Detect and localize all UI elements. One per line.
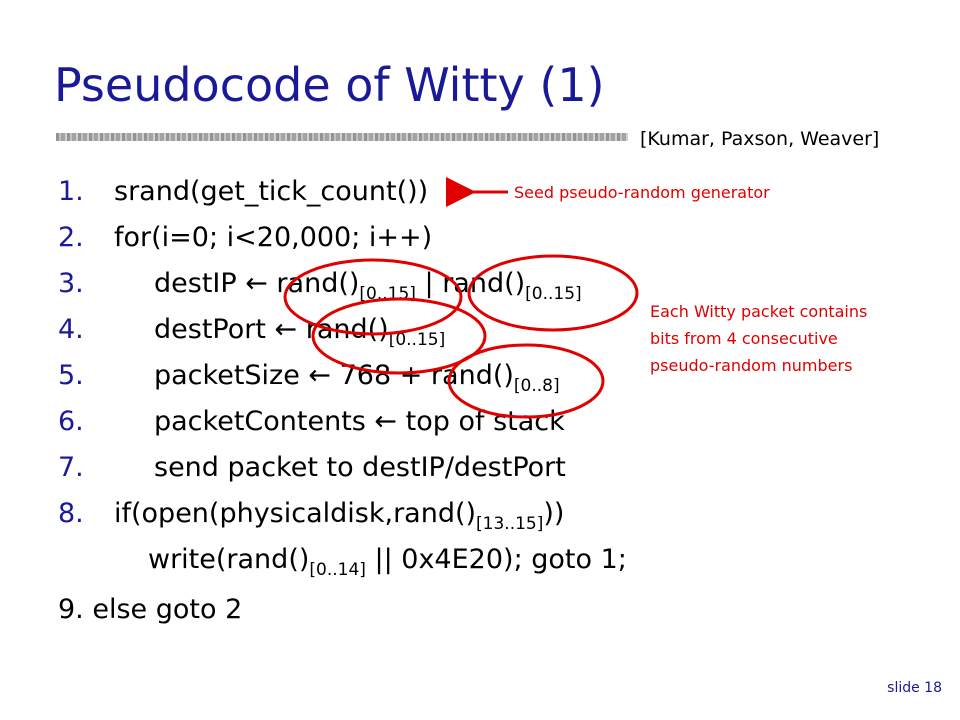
line-number: 6. xyxy=(58,406,84,437)
title-divider xyxy=(56,133,628,141)
code-text: destPort ← rand()[0..15] xyxy=(154,314,446,350)
slide-number: slide 18 xyxy=(887,680,942,696)
code-text: packetContents ← top of stack xyxy=(154,406,565,437)
line-number: 5. xyxy=(58,360,84,391)
code-text: write(rand()[0..14] || 0x4E20); goto 1; xyxy=(148,544,627,580)
line-number: 4. xyxy=(58,314,84,345)
line-number: 7. xyxy=(58,452,84,483)
highlight-circle xyxy=(467,254,639,332)
highlight-circle xyxy=(283,258,463,336)
line-number: 8. xyxy=(58,498,84,529)
highlight-circle xyxy=(311,297,487,375)
code-text: srand(get_tick_count()) xyxy=(114,176,429,207)
line-number: 2. xyxy=(58,222,84,253)
highlight-circle xyxy=(447,343,605,419)
line-number: 1. xyxy=(58,176,84,207)
seed-annotation: Seed pseudo-random generator xyxy=(514,183,770,202)
code-text: 9. else goto 2 xyxy=(58,594,243,625)
packet-annotation: Each Witty packet contains bits from 4 c… xyxy=(650,302,868,375)
code-text: send packet to destIP/destPort xyxy=(154,452,566,483)
code-text: for(i=0; i<20,000; i++) xyxy=(114,222,433,253)
slide-title: Pseudocode of Witty (1) xyxy=(54,58,605,112)
code-text: if(open(physicaldisk,rand()[13..15])) xyxy=(114,498,565,534)
citation: [Kumar, Paxson, Weaver] xyxy=(640,128,880,150)
line-number: 3. xyxy=(58,268,84,299)
